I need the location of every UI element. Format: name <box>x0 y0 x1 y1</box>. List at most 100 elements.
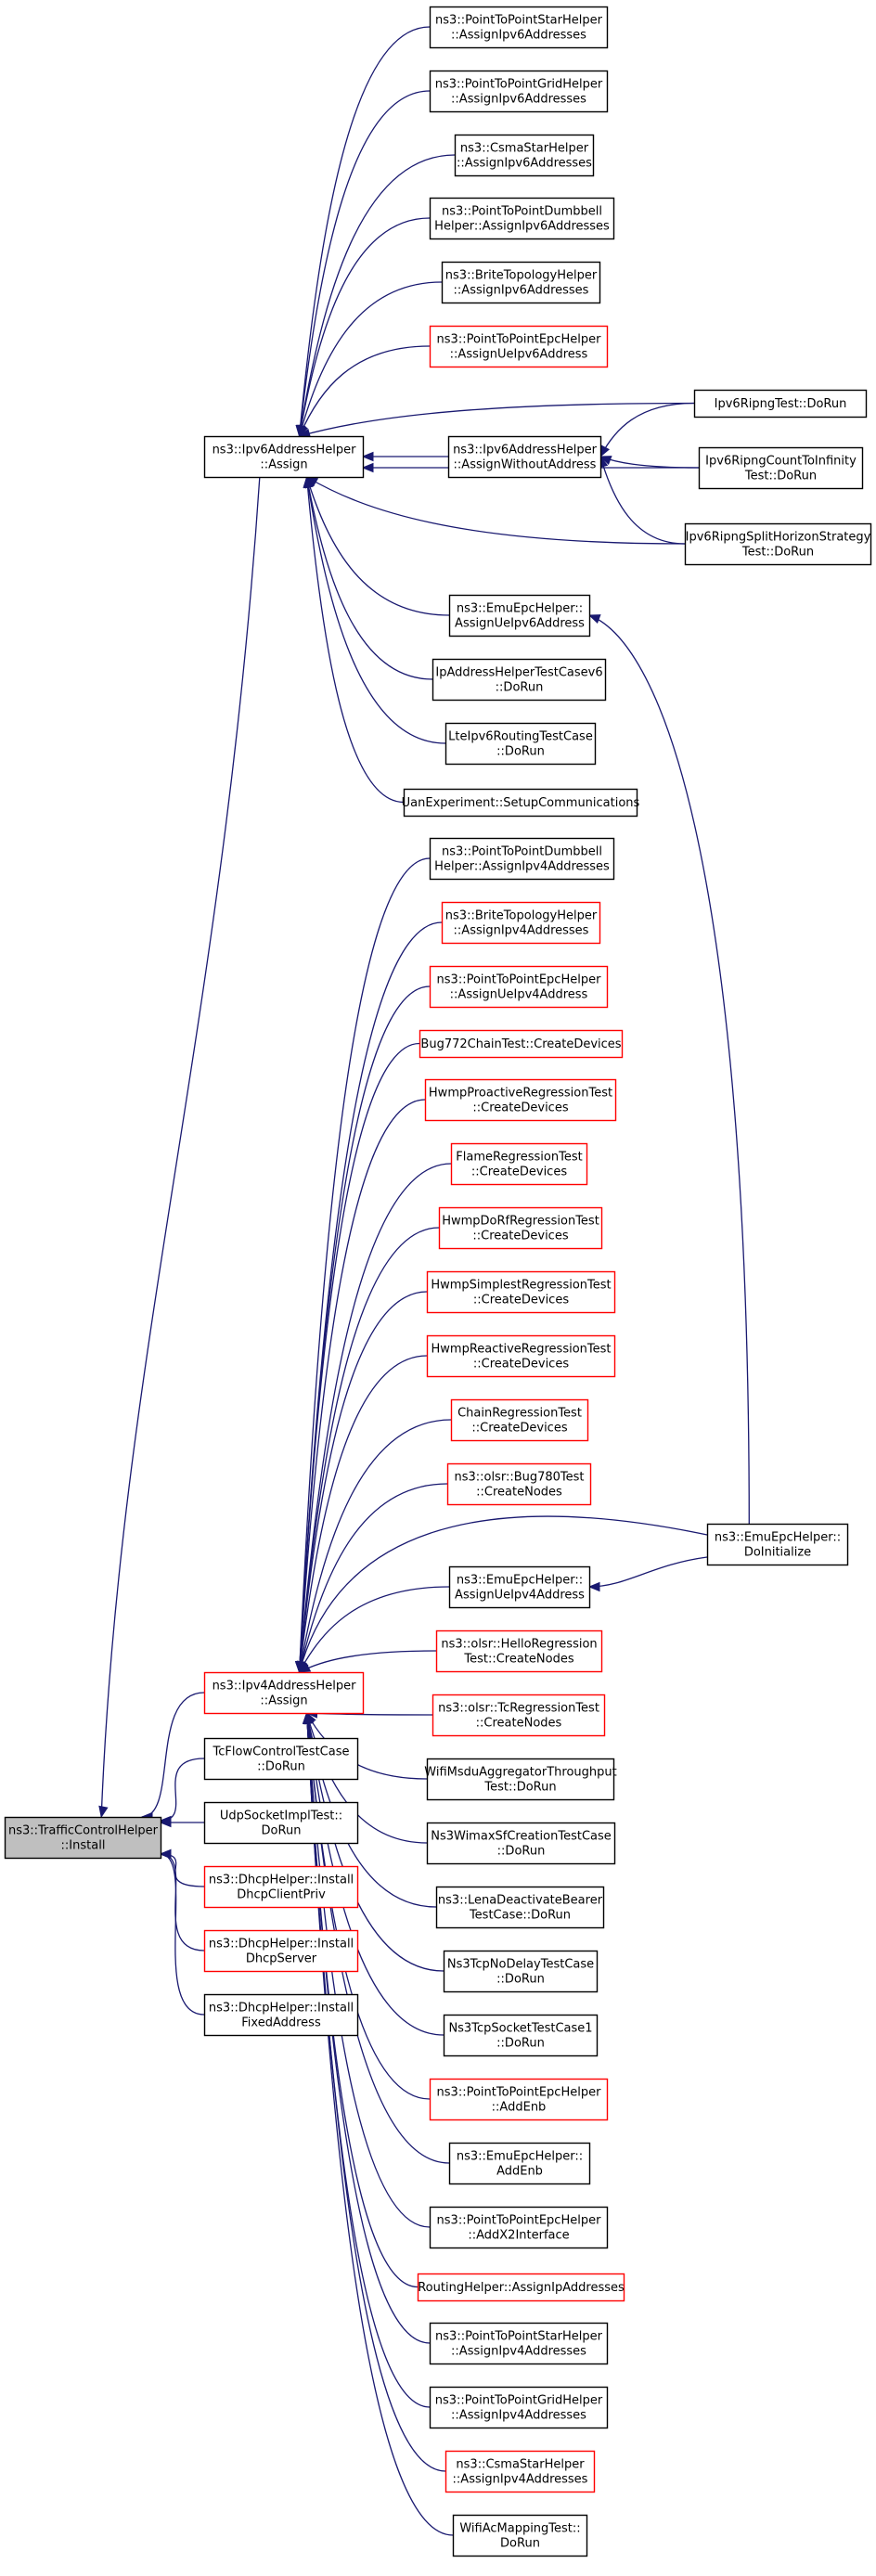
edge-uanexp-ipv6assign <box>305 476 405 804</box>
node-box <box>452 2514 588 2557</box>
node-box <box>706 1523 849 1566</box>
node-chain[interactable]: ChainRegressionTest::CreateDevices <box>450 1398 589 1442</box>
node-label: ::AssignIpv4Addresses <box>451 2345 586 2359</box>
node-wimax[interactable]: Ns3WimaxSfCreationTestCase::DoRun <box>426 1822 616 1865</box>
node-label: UanExperiment::SetupCommunications <box>402 796 640 810</box>
node-p2pgrid4[interactable]: ns3::PointToPointGridHelper::AssignIpv4A… <box>429 2386 609 2429</box>
edge-csmastar6-ipv6assign <box>298 154 456 437</box>
node-label: ::CreateDevices <box>471 1166 567 1179</box>
node-box <box>693 389 868 419</box>
nodes-layer: ns3::TrafficControlHelper::Install ns3::I… <box>4 6 872 2557</box>
edge-p2pepc6-ipv6assign <box>299 345 431 437</box>
node-bug780[interactable]: ns3::olsr::Bug780Test::CreateNodes <box>446 1462 592 1506</box>
node-hello[interactable]: ns3::olsr::HelloRegressionTest::CreateNo… <box>435 1629 603 1673</box>
edge-ipv6assign-root <box>100 476 261 1818</box>
node-label: AssignUeIpv4Address <box>455 1589 585 1603</box>
node-box <box>426 1270 616 1314</box>
node-hwmpdorf[interactable]: HwmpDoRfRegressionTest::CreateDevices <box>438 1206 603 1250</box>
node-p2pepcaddenb[interactable]: ns3::PointToPointEpcHelper::AddEnb <box>429 2078 609 2121</box>
edge-ipaddrtest6-ipv6assign <box>305 476 433 680</box>
node-tcflow[interactable]: TcFlowControlTestCase::DoRun <box>203 1737 359 1781</box>
node-csmastar6[interactable]: ns3::CsmaStarHelper::AssignIpv6Addresses <box>454 134 595 177</box>
node-label: Ipv6RipngCountToInfinity <box>705 455 857 469</box>
node-emuepc4[interactable]: ns3::EmuEpcHelper::AssignUeIpv4Address <box>448 1565 591 1609</box>
node-csmastar4[interactable]: ns3::CsmaStarHelper::AssignIpv4Addresses <box>444 2450 596 2493</box>
node-box <box>454 134 595 177</box>
node-p2pepc6[interactable]: ns3::PointToPointEpcHelper::AssignUeIpv6… <box>429 325 609 368</box>
node-tcpsocket1[interactable]: Ns3TcpSocketTestCase1::DoRun <box>443 2014 599 2057</box>
arrow-udpsock-root <box>159 1817 172 1828</box>
node-label: Test::DoRun <box>744 470 817 483</box>
node-brite6[interactable]: ns3::BriteTopologyHelper::AssignIpv6Addr… <box>441 261 601 304</box>
node-label: WifiMsduAggregatorThroughput <box>424 1766 616 1780</box>
node-hwmpsimplest[interactable]: HwmpSimplestRegressionTest::CreateDevice… <box>426 1270 616 1314</box>
node-uanexp[interactable]: UanExperiment::SetupCommunications <box>402 788 640 818</box>
node-label: ::Assign <box>260 458 307 472</box>
node-label: DhcpClientPriv <box>237 1888 326 1902</box>
node-p2pgrid6[interactable]: ns3::PointToPointGridHelper::AssignIpv6A… <box>429 70 609 113</box>
node-box <box>429 6 609 49</box>
node-ripng[interactable]: Ipv6RipngTest::DoRun <box>693 389 868 419</box>
node-label: ns3::BriteTopologyHelper <box>445 909 598 923</box>
node-flame[interactable]: FlameRegressionTest::CreateDevices <box>450 1142 588 1186</box>
node-routinghelper[interactable]: RoutingHelper::AssignIpAddresses <box>417 2273 625 2302</box>
node-hwmpproactive[interactable]: HwmpProactiveRegressionTest::CreateDevic… <box>424 1078 617 1122</box>
node-label: ns3::PointToPointDumbbell <box>442 205 602 219</box>
node-tcpnodelay[interactable]: Ns3TcpNoDelayTestCase::DoRun <box>443 1950 599 1993</box>
node-root[interactable]: ns3::TrafficControlHelper::Install <box>4 1816 162 1860</box>
node-wifiac[interactable]: WifiAcMappingTest::DoRun <box>452 2514 588 2557</box>
node-ipaddrtest6[interactable]: IpAddressHelperTestCasev6::DoRun <box>432 658 607 702</box>
node-lteipv6[interactable]: LteIpv6RoutingTestCase::DoRun <box>444 722 597 766</box>
edge-brite6-ipv6assign <box>298 281 443 437</box>
node-label: ::CreateDevices <box>472 1101 568 1115</box>
node-label: ns3::EmuEpcHelper:: <box>457 602 583 616</box>
edge-emudoinit-emuepc6 <box>588 614 750 1525</box>
node-label: Ns3TcpNoDelayTestCase <box>447 1958 594 1972</box>
node-emudoinit[interactable]: ns3::EmuEpcHelper::DoInitialize <box>706 1523 849 1566</box>
node-box <box>429 2322 609 2365</box>
node-label: ::DoRun <box>497 1845 546 1859</box>
node-p2pdumb4[interactable]: ns3::PointToPointDumbbellHelper::AssignI… <box>429 837 615 881</box>
node-label: TestCase::DoRun <box>469 1909 571 1923</box>
node-label: LteIpv6RoutingTestCase <box>448 730 593 744</box>
node-p2pepc4[interactable]: ns3::PointToPointEpcHelper::AssignUeIpv4… <box>429 965 609 1009</box>
node-udpsock[interactable]: UdpSocketImplTest::DoRun <box>203 1801 359 1845</box>
node-label: UdpSocketImplTest:: <box>220 1810 342 1823</box>
node-box <box>432 658 607 702</box>
edge-dhcpfixed-root <box>160 1853 205 2016</box>
node-emuepc6[interactable]: ns3::EmuEpcHelper::AssignUeIpv6Address <box>448 594 591 638</box>
node-p2pepcx2[interactable]: ns3::PointToPointEpcHelper::AddX2Interfa… <box>429 2206 609 2249</box>
node-box <box>203 1737 359 1781</box>
node-emuaddenb[interactable]: ns3::EmuEpcHelper::AddEnb <box>448 2142 591 2185</box>
node-label: ns3::EmuEpcHelper:: <box>715 1531 841 1545</box>
node-p2pstar4[interactable]: ns3::PointToPointStarHelper::AssignIpv4A… <box>429 2322 609 2365</box>
node-bug772[interactable]: Bug772ChainTest::CreateDevices <box>419 1029 624 1059</box>
edge-emudoinit-ipv4assign <box>298 1515 708 1673</box>
node-hwmpreactive[interactable]: HwmpReactiveRegressionTest::CreateDevice… <box>426 1334 616 1378</box>
node-label: ns3::PointToPointDumbbell <box>442 845 602 859</box>
node-p2pstar6[interactable]: ns3::PointToPointStarHelper::AssignIpv6A… <box>429 6 609 49</box>
node-tcreg[interactable]: ns3::olsr::TcRegressionTest::CreateNodes <box>432 1694 606 1737</box>
node-brite4[interactable]: ns3::BriteTopologyHelper::AssignIpv4Addr… <box>441 901 601 945</box>
node-p2pdumb6[interactable]: ns3::PointToPointDumbbellHelper::AssignI… <box>429 197 615 240</box>
node-box <box>429 197 615 240</box>
node-assignwithout[interactable]: ns3::Ipv6AddressHelper::AssignWithoutAdd… <box>447 435 602 479</box>
node-box <box>448 2142 591 2185</box>
edge-tcflow-root <box>160 1758 205 1822</box>
node-ipv4assign[interactable]: ns3::Ipv4AddressHelper::Assign <box>203 1671 365 1715</box>
node-box <box>444 2450 596 2493</box>
node-box <box>203 1671 365 1715</box>
node-label: ::CreateNodes <box>476 1486 562 1500</box>
edge-p2pdumb6-ipv6assign <box>298 217 431 437</box>
edge-emuepc4-ipv4assign <box>299 1586 450 1673</box>
node-ipv6assign[interactable]: ns3::Ipv6AddressHelper::Assign <box>203 435 365 479</box>
node-label: ::Install <box>61 1839 106 1853</box>
